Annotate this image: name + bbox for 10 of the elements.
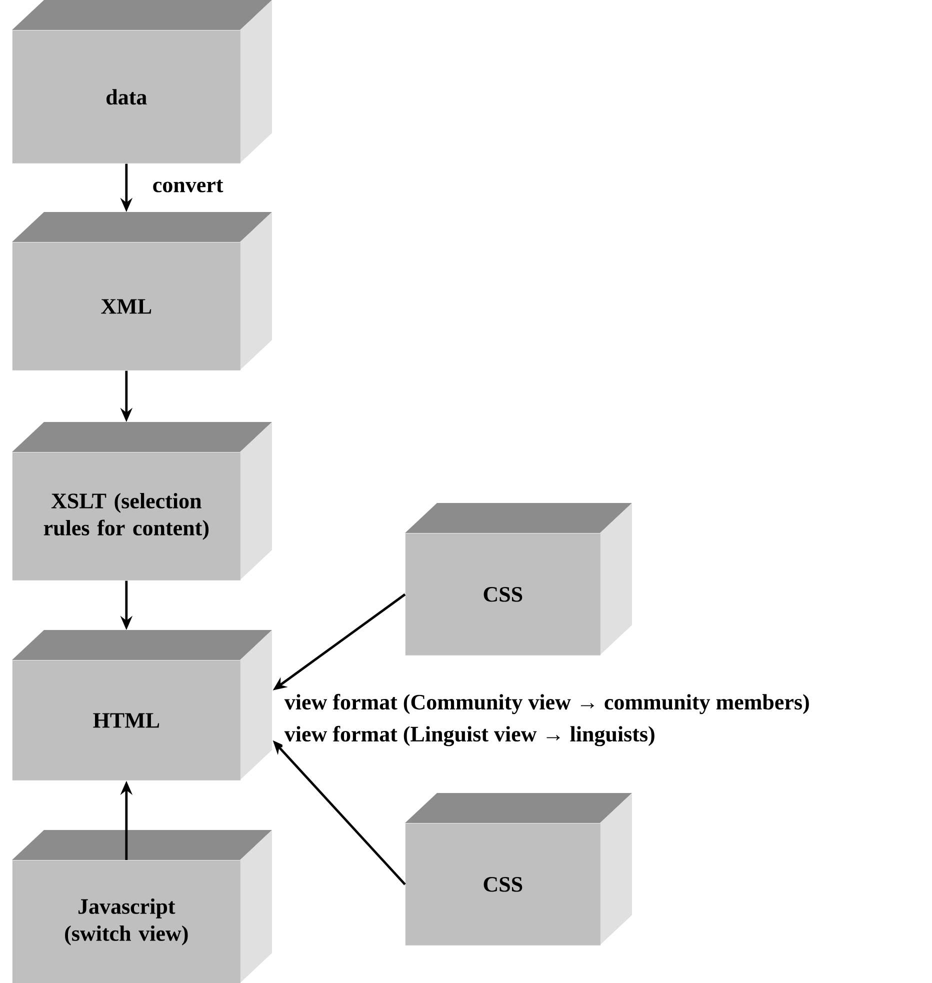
edge-label: view format (Linguist view → linguists) xyxy=(282,724,658,748)
cuboid-box: HTML xyxy=(12,630,272,780)
cuboid-box: Javascript (switch view) xyxy=(12,830,272,983)
cuboid-box: XSLT (selection rules for content) xyxy=(12,422,272,580)
edge-label: convert xyxy=(150,178,226,194)
edge-label: view format (Community view → community members) xyxy=(282,692,812,716)
cuboid-box: XML xyxy=(12,212,272,370)
cuboid-box: CSS xyxy=(405,503,632,656)
cuboid-box: data xyxy=(12,0,272,164)
cuboid-box: CSS xyxy=(405,793,632,946)
